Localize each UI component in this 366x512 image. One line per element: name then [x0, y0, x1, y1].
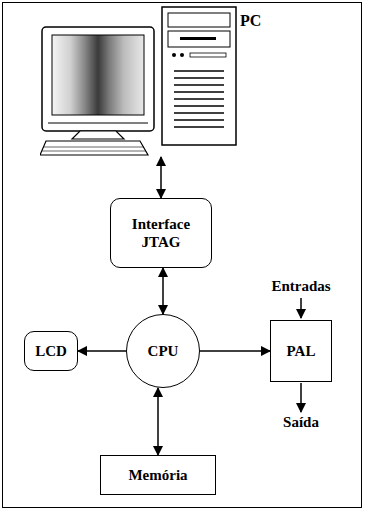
- signal-label: Entradas: [269, 278, 332, 295]
- process-box: Memória: [100, 455, 216, 495]
- process-box: LCD: [24, 331, 78, 371]
- node-label: PC: [240, 11, 261, 30]
- connector-arrow: [157, 388, 159, 455]
- node-label: Interface JTAG: [118, 215, 204, 251]
- node-label: LCD: [35, 342, 67, 360]
- connector-arrow: [162, 268, 164, 314]
- connector-arrow: [78, 350, 126, 352]
- node-label: Memória: [128, 466, 187, 484]
- signal-label: Saída: [281, 414, 321, 431]
- node-label: PAL: [287, 342, 316, 360]
- output-arrow: [300, 383, 302, 412]
- cpu-circle: CPU: [126, 314, 200, 388]
- pc-node: PC: [40, 5, 282, 157]
- connector-arrow: [160, 157, 162, 198]
- process-box: PAL: [270, 320, 332, 382]
- connector-arrow: [200, 350, 270, 352]
- node-label: CPU: [148, 342, 179, 360]
- input-arrow: [300, 298, 302, 318]
- process-box: Interface JTAG: [110, 198, 212, 268]
